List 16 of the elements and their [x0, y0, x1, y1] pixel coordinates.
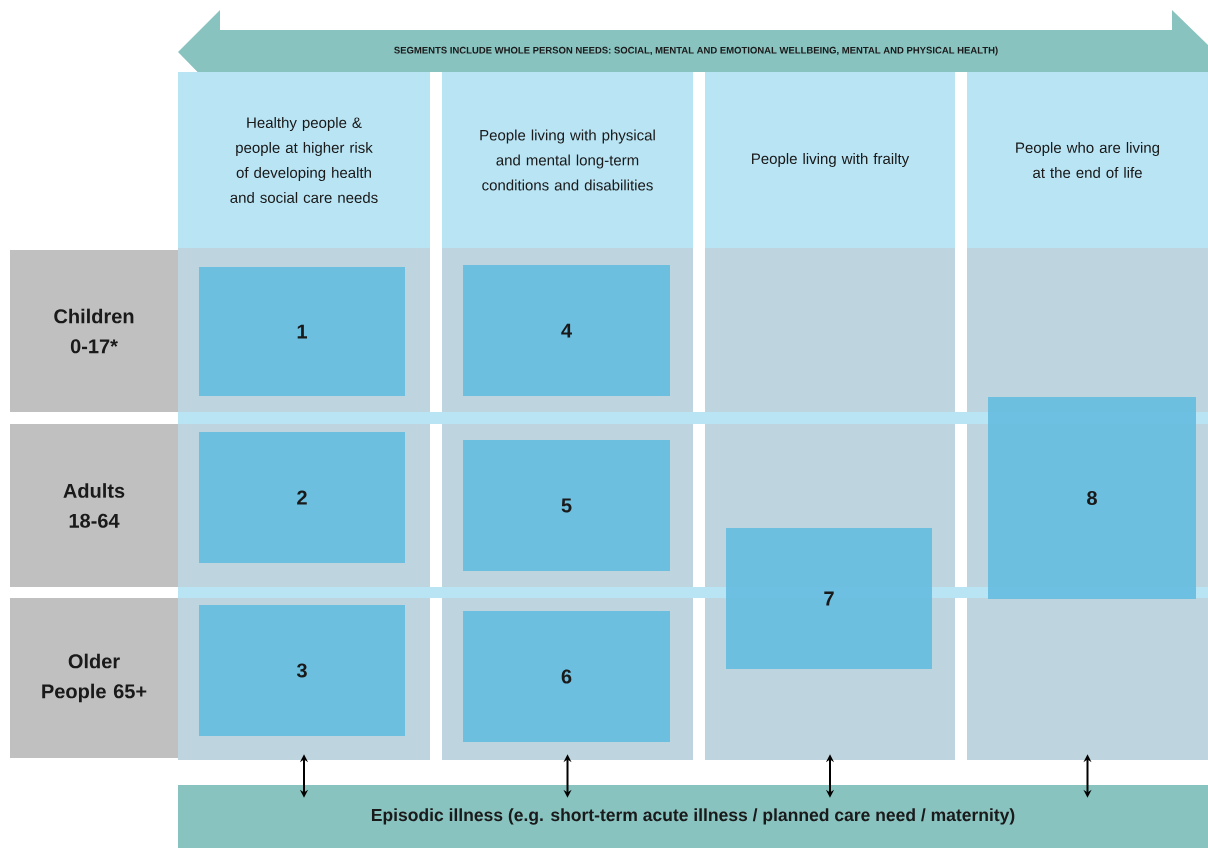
segment-box: 6 [463, 611, 670, 742]
segment-box: 3 [199, 605, 405, 736]
segment-box: 1 [199, 267, 405, 396]
row-header: Children 0-17* [10, 250, 178, 412]
episodic-bar: Episodic illness (e.g. short-term acute illness / planned care need / maternity) [178, 785, 1208, 848]
segment-box: 8 [988, 397, 1196, 599]
node-label: People living with physical and mental long-term conditions and disabilities [480, 129, 655, 191]
node-label: People living with frailty [752, 153, 910, 167]
node-label: Healthy people & people at higher risk of developing health and social care needs [230, 116, 378, 203]
segment-box: 5 [463, 440, 670, 571]
segment-box: 2 [199, 432, 405, 563]
segment-box: 7 [726, 528, 932, 669]
row-header: Adults 18-64 [10, 424, 178, 587]
node-label: People who are living at the end of life [1016, 141, 1160, 178]
row-header: Older People 65+ [10, 598, 178, 758]
segment-box: 4 [463, 265, 670, 396]
